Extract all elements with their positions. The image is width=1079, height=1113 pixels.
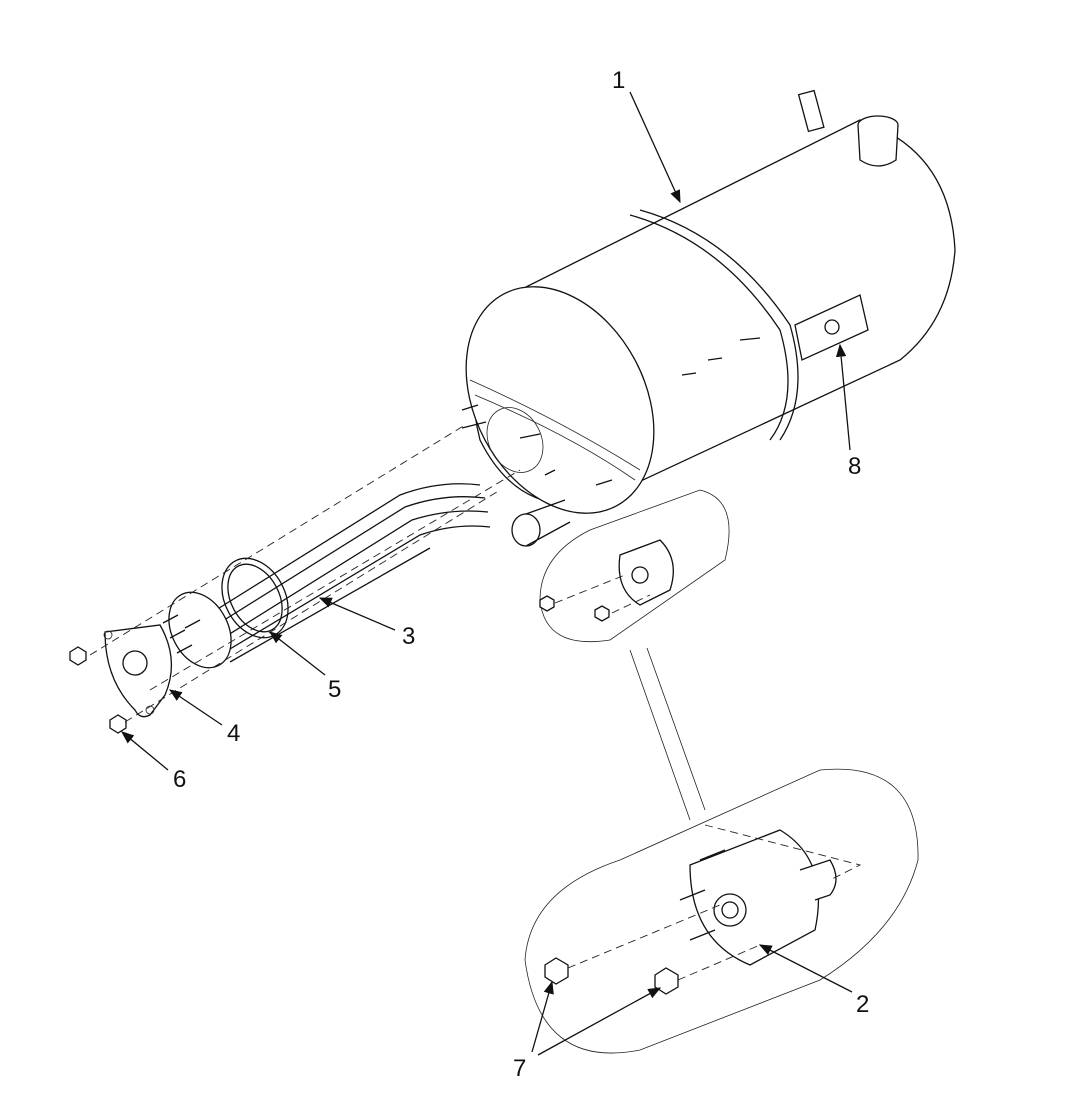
callout-7: 7: [513, 1055, 526, 1082]
callout-3: 3: [402, 623, 415, 650]
callout-5: 5: [328, 676, 341, 703]
thermostat: [679, 829, 837, 966]
callout-4: 4: [227, 720, 240, 747]
leader-lines: [120, 91, 853, 1056]
flange: [103, 624, 173, 718]
nut: [69, 646, 127, 734]
switch: [794, 294, 869, 361]
callout-2: 2: [856, 991, 869, 1018]
thermostat-detail-large: [524, 768, 919, 1054]
tank: [461, 89, 956, 547]
thermostat-detail-small: [539, 489, 730, 643]
heating-element: [162, 483, 491, 669]
callout-6: 6: [173, 766, 186, 793]
callout-8: 8: [848, 453, 861, 480]
callout-1: 1: [612, 67, 625, 94]
